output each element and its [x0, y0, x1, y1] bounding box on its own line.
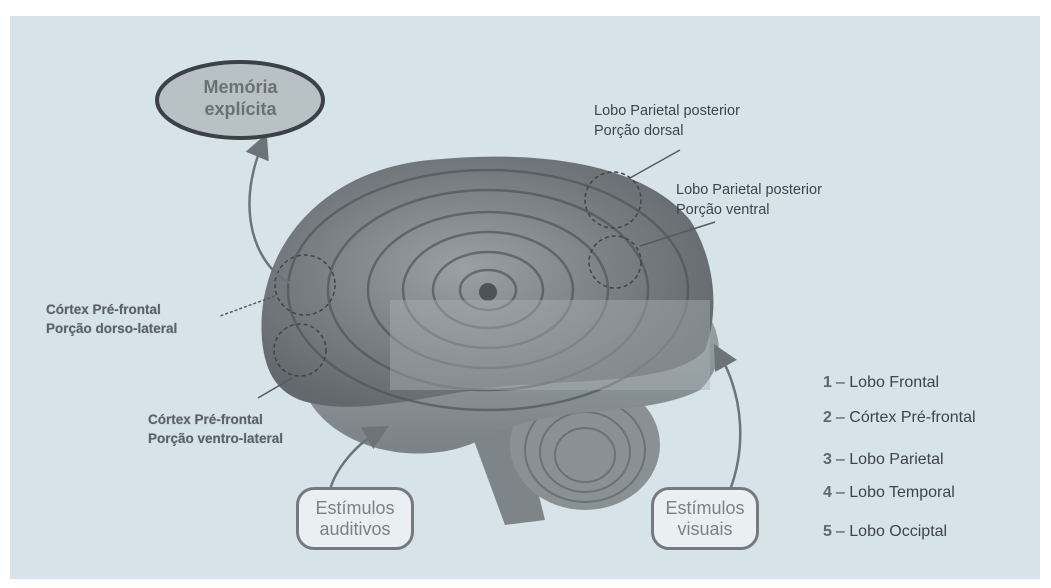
legend-label-4: Lobo Temporal	[849, 484, 955, 501]
pointer-parietal-dorsal	[630, 150, 680, 178]
legend-number-5: 5	[823, 523, 832, 540]
legend-item-1: 1– Lobo Frontal	[823, 374, 939, 392]
legend-separator-3: –	[836, 451, 845, 468]
legend-label-2: Córtex Pré-frontal	[849, 409, 975, 426]
legend-separator-4: –	[836, 484, 845, 501]
label-prefrontal-dorso-line1: Córtex Pré-frontal	[46, 300, 177, 319]
label-parietal-dorsal-line2: Porção dorsal	[594, 121, 740, 141]
legend-number-1: 1	[823, 374, 832, 391]
legend-item-2: 2– Córtex Pré-frontal	[823, 409, 976, 427]
label-parietal-ventral-line1: Lobo Parietal posterior	[676, 180, 822, 200]
legend-label-5: Lobo Occiptal	[849, 523, 947, 540]
label-prefrontal-dorso-line2: Porção dorso-lateral	[46, 319, 177, 338]
stimulus-auditory: Estímulos auditivos	[296, 487, 414, 550]
legend-label-3: Lobo Parietal	[849, 451, 943, 468]
legend-separator-5: –	[836, 523, 845, 540]
memory-oval-line2: explícita	[157, 98, 324, 120]
legend-item-5: 5– Lobo Occiptal	[823, 523, 947, 541]
label-prefrontal-dorso: Córtex Pré-frontal Porção dorso-lateral	[46, 300, 177, 338]
legend-number-2: 2	[823, 409, 832, 426]
memory-oval-text: Memória explícita	[157, 76, 324, 120]
arrow-visual	[720, 355, 740, 490]
legend-label-1: Lobo Frontal	[849, 374, 939, 391]
label-parietal-dorsal: Lobo Parietal posterior Porção dorsal	[594, 101, 740, 141]
stimulus-visual: Estímulos visuais	[651, 487, 759, 550]
label-prefrontal-ventro-line2: Porção ventro-lateral	[148, 429, 283, 448]
label-parietal-ventral: Lobo Parietal posterior Porção ventral	[676, 180, 822, 220]
legend-number-4: 4	[823, 484, 832, 501]
stimulus-auditory-line1: Estímulos	[305, 498, 405, 519]
stimulus-visual-line2: visuais	[660, 519, 750, 540]
label-prefrontal-ventro-line1: Córtex Pré-frontal	[148, 410, 283, 429]
legend-separator-1: –	[836, 374, 845, 391]
legend-item-3: 3– Lobo Parietal	[823, 451, 944, 469]
label-parietal-ventral-line2: Porção ventral	[676, 200, 822, 220]
stimulus-visual-line1: Estímulos	[660, 498, 750, 519]
legend-item-4: 4– Lobo Temporal	[823, 484, 955, 502]
label-prefrontal-ventro: Córtex Pré-frontal Porção ventro-lateral	[148, 410, 283, 448]
label-parietal-dorsal-line1: Lobo Parietal posterior	[594, 101, 740, 121]
legend-separator-2: –	[836, 409, 845, 426]
brain-center	[479, 283, 497, 301]
legend-number-3: 3	[823, 451, 832, 468]
memory-oval-line1: Memória	[157, 76, 324, 98]
stimulus-auditory-line2: auditivos	[305, 519, 405, 540]
